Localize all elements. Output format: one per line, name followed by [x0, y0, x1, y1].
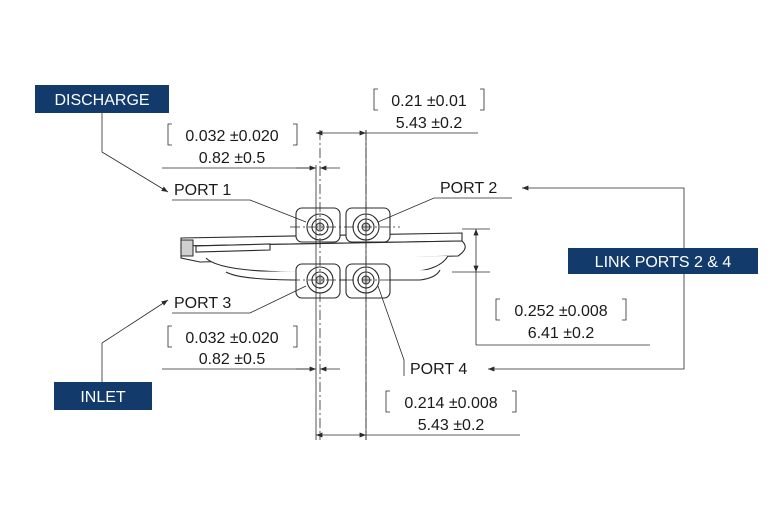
- link-ports-tag: LINK PORTS 2 & 4: [568, 248, 758, 274]
- discharge-tag: DISCHARGE: [35, 85, 169, 113]
- link-ports-tag-text: LINK PORTS 2 & 4: [595, 254, 732, 271]
- extension-lines: [315, 130, 367, 440]
- part-body: [180, 207, 466, 299]
- lower-offset-mm: 0.82 ±0.5: [199, 351, 266, 368]
- discharge-tag-text: DISCHARGE: [54, 92, 149, 109]
- left-end-slot: [180, 239, 194, 257]
- height-inch: 0.252 ±0.008: [514, 303, 607, 320]
- upper-offset-inch: 0.032 ±0.020: [185, 128, 278, 145]
- bottom-spacing-mm: 5.43 ±0.2: [418, 417, 485, 434]
- inch-brackets: [167, 88, 627, 413]
- upper-offset-mm: 0.82 ±0.5: [199, 150, 266, 167]
- top-spacing-mm: 5.43 ±0.2: [396, 115, 463, 132]
- inlet-tag: INLET: [54, 382, 152, 410]
- lower-offset-inch: 0.032 ±0.020: [185, 330, 278, 347]
- inner-slot: [195, 243, 271, 253]
- top-spacing-inch: 0.21 ±0.01: [391, 93, 467, 110]
- bottom-spacing-inch: 0.214 ±0.008: [404, 395, 497, 412]
- port2-label: PORT 2: [440, 180, 497, 197]
- leader-lines: [101, 113, 685, 382]
- port1-label: PORT 1: [174, 182, 231, 199]
- height-dimension: [452, 228, 650, 346]
- port3-label: PORT 3: [174, 295, 231, 312]
- port4-label: PORT 4: [410, 361, 467, 378]
- height-mm: 6.41 ±0.2: [528, 325, 595, 342]
- inlet-tag-text: INLET: [80, 389, 126, 406]
